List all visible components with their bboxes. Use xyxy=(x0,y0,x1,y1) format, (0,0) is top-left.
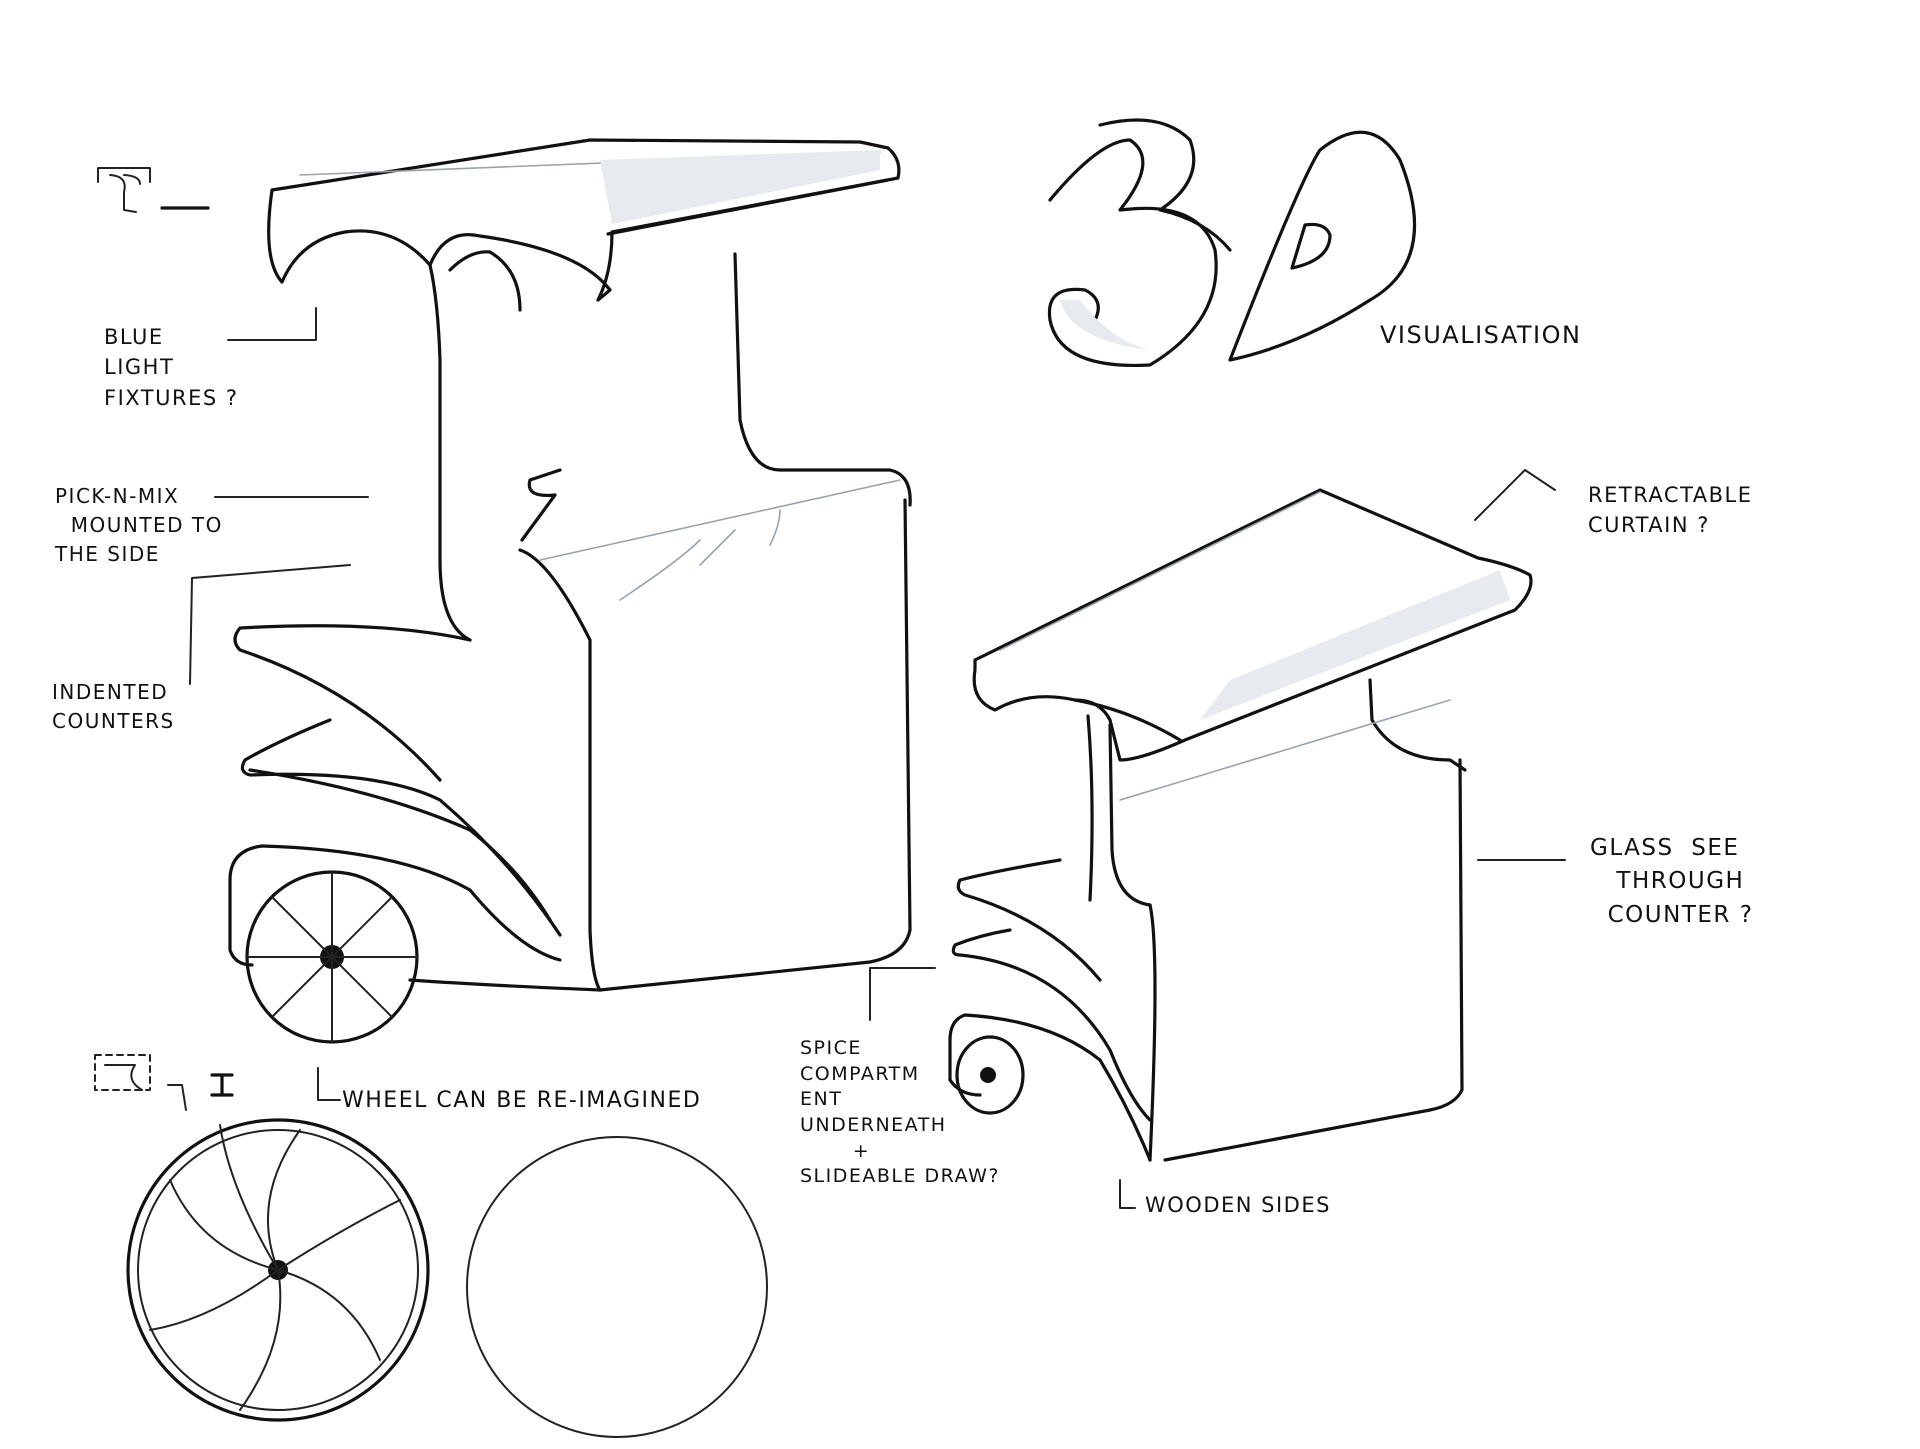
title-visualisation: VISUALISATION xyxy=(1380,321,1582,349)
large-cart-sketch xyxy=(228,138,912,1044)
annotation-glass-counter: gLASS SEE THROUGH COUNTER ? xyxy=(1590,835,1754,928)
annotation-retractable-curtain: RETRACTABLE CURTAIN ? xyxy=(1588,483,1753,538)
3d-title-art xyxy=(1047,118,1417,368)
t-shape-thumbnail xyxy=(97,167,210,213)
annotation-indented-counters: INDENTED COUNTERS xyxy=(52,680,175,733)
annotation-pick-n-mix: PICK-N-MIX MOUNTED TO THE SIDE xyxy=(55,484,223,566)
annotation-wooden-sides: WOODEN SIDES xyxy=(1145,1193,1331,1217)
leader-lines xyxy=(189,307,1566,1209)
annotation-spice-compartment: SPICE COMPARTM ENT UNDERNEATH + SLIDEABL… xyxy=(800,1037,1000,1188)
annotation-blue-light: bLUE LIGHT FIXTURES ? xyxy=(104,325,239,410)
small-cart-sketch xyxy=(948,488,1533,1162)
annotation-wheel: WHEEL CAN BE RE-IMAGINED xyxy=(342,1088,702,1113)
wheel-alternatives xyxy=(94,1054,768,1438)
